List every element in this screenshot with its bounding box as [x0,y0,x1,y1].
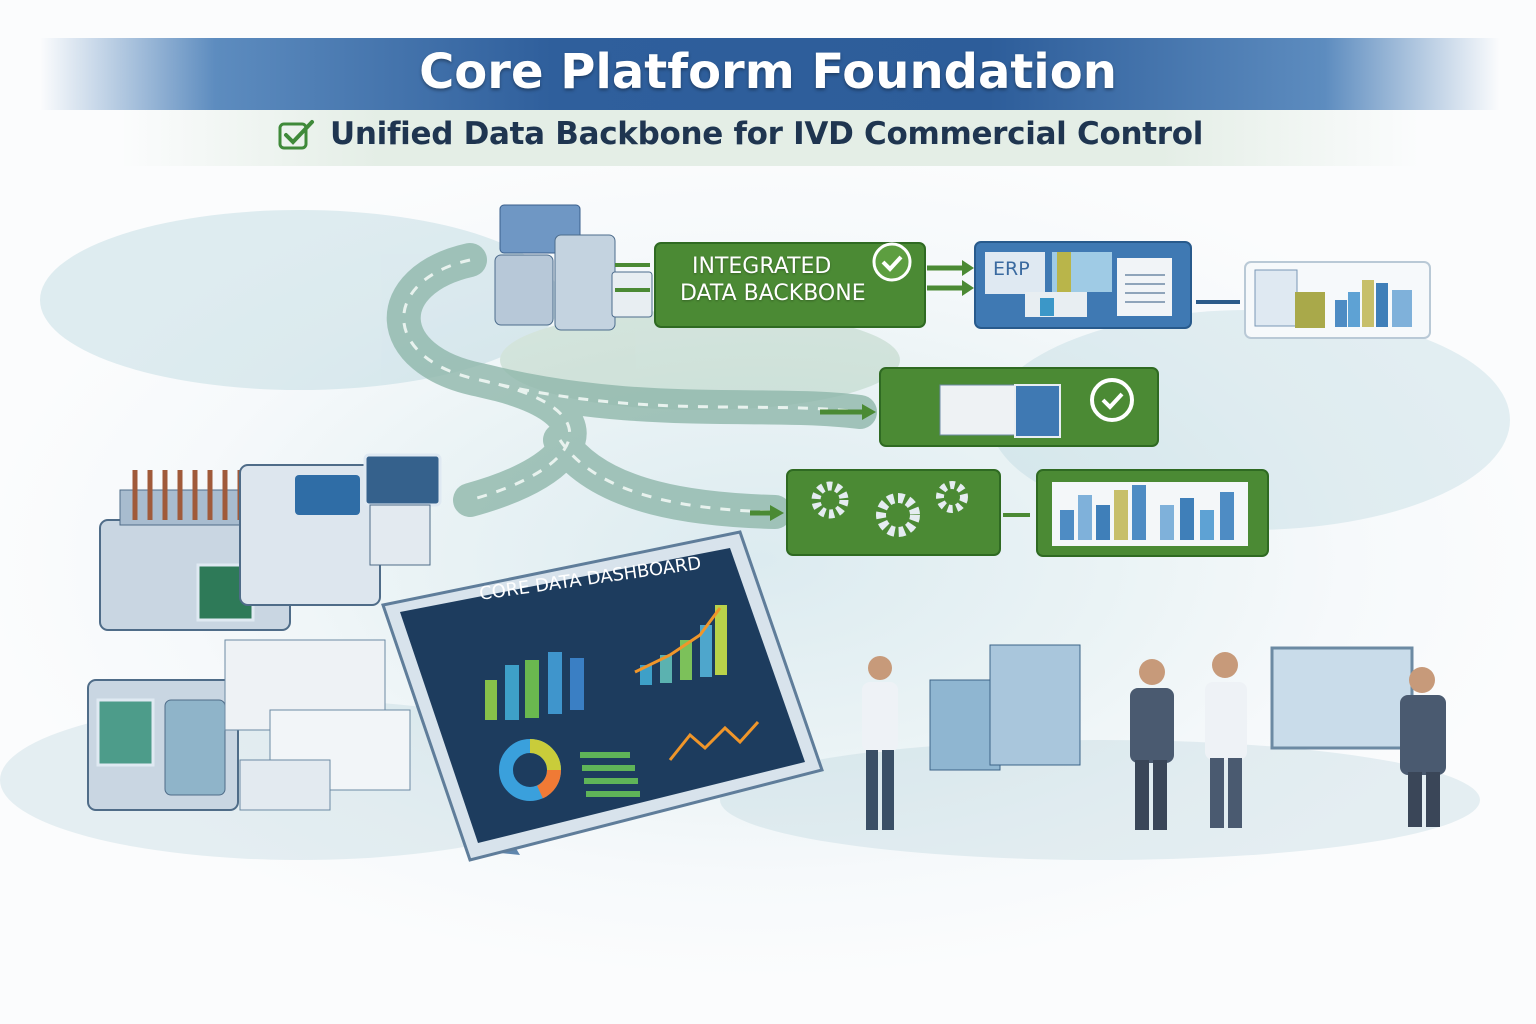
subtitle-band [120,110,1420,166]
backbone-label-line2: DATA BACKBONE [680,281,866,306]
integrated-data-backbone-box [654,242,926,328]
dashboard-tablet [381,530,824,862]
process-gears-box [786,469,1001,556]
server-rack [929,644,1081,771]
bar-chart-icon [1060,485,1234,540]
erp-label: ERP [993,258,1030,280]
title-banner [40,38,1500,110]
integrated-data-backbone-label: INTEGRATED DATA BACKBONE [680,253,920,307]
dashboard-line-chart [668,720,760,761]
check-badge-icon [881,255,903,272]
page-title: Core Platform Foundation [419,44,1117,100]
person-with-tablet [862,656,898,830]
dashboard-bar-chart-left [485,652,584,720]
database-servers-icon [494,204,653,331]
dashboard-bar-chart-right [634,605,727,685]
gears-icon [811,481,968,537]
page-subtitle: Unified Data Backbone for IVD Commercial… [330,116,1204,152]
checkbox-check-icon [278,120,314,150]
lab-analyzer-machines [87,453,442,811]
display-screen [1270,646,1414,750]
chat-check-icon [1090,378,1134,422]
team-of-business-people [1130,646,1446,830]
backbone-label-line1: INTEGRATED [692,254,832,279]
